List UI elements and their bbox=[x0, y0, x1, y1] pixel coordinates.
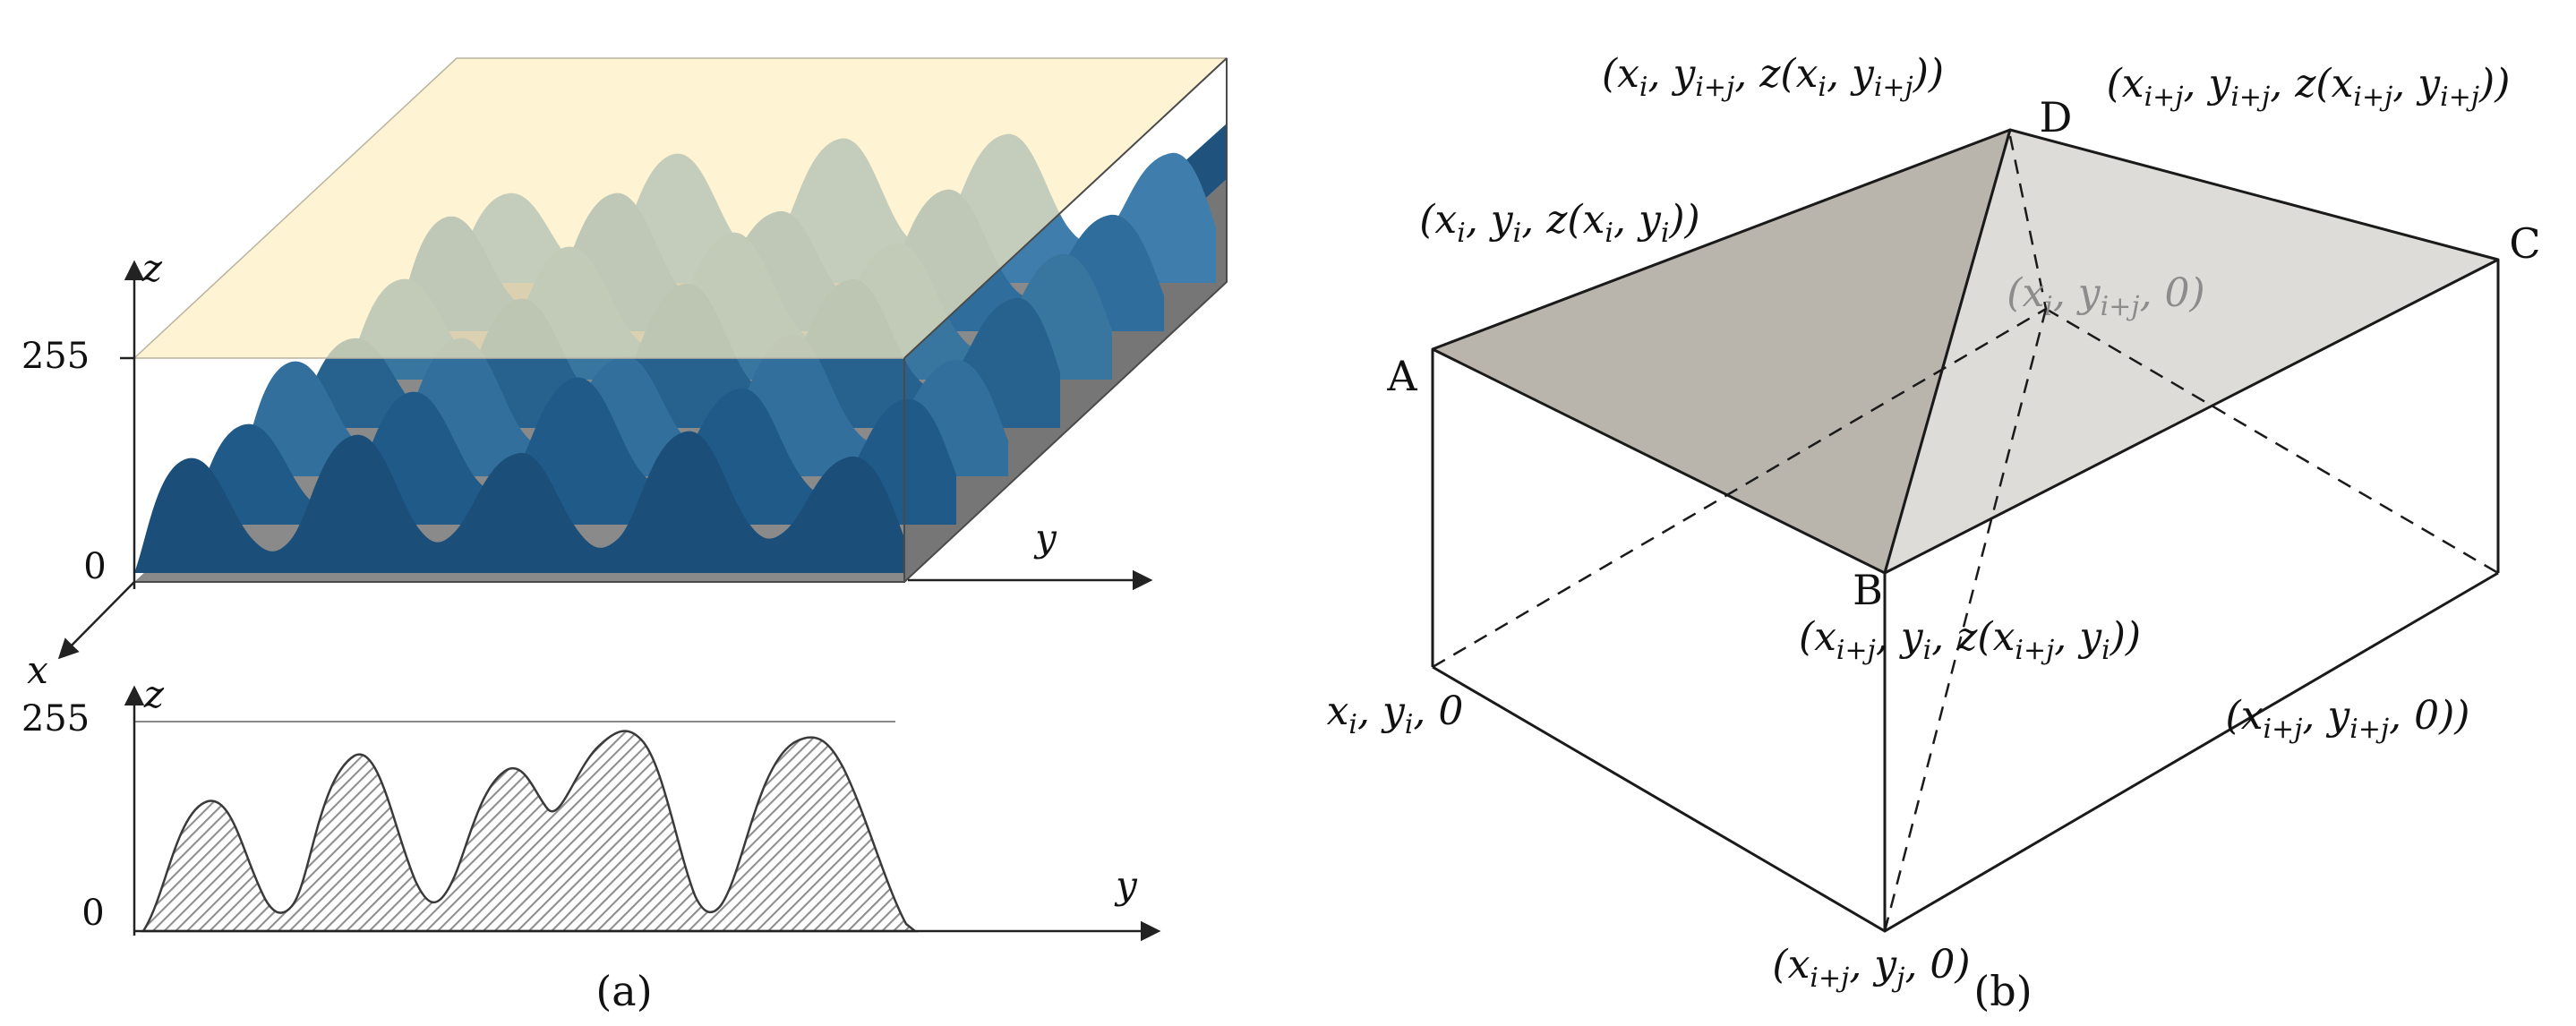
a-box-outline bbox=[134, 57, 1228, 583]
a-x-axis bbox=[57, 581, 135, 660]
b-vertical-edges bbox=[1431, 260, 2500, 931]
panel-a-surface-figure bbox=[57, 57, 1228, 660]
b-vertex-a: A bbox=[1387, 352, 1417, 400]
b-vertex-d: D bbox=[2039, 93, 2073, 141]
panel-a-profile-plot bbox=[124, 685, 1161, 942]
b-label-a-top: (xi, yi, z(xi, yi)) bbox=[1419, 197, 1700, 249]
a-profile-z-axis-label: z bbox=[143, 672, 165, 716]
a-surface-z-axis-label: z bbox=[141, 246, 163, 290]
b-label-bottom-front: (xi+j, yj, 0) bbox=[1772, 942, 1971, 994]
a-profile-y-axis-label: y bbox=[1116, 863, 1137, 907]
b-label-bottom-left: xi, yi, 0 bbox=[1326, 688, 1464, 740]
a-profile-z-max-label: 255 bbox=[21, 698, 90, 740]
b-label-top-right: (xi+j, yi+j, z(xi+j, yi+j)) bbox=[2106, 61, 2511, 113]
b-triangle-dcb bbox=[1883, 128, 2500, 575]
a-surface-x-axis-label: x bbox=[27, 648, 48, 692]
a-surface-z-min-label: 0 bbox=[83, 546, 107, 587]
panel-b-caption: (b) bbox=[1973, 967, 2033, 1015]
a-profile-z-min-label: 0 bbox=[81, 893, 105, 934]
b-label-bottom-right: (xi+j, yi+j, 0)) bbox=[2225, 693, 2470, 745]
b-label-hidden-corner: (xi, yi+j, 0) bbox=[2007, 270, 2205, 322]
panel-b-box-figure bbox=[1431, 128, 2500, 933]
b-vertex-c: C bbox=[2509, 219, 2541, 268]
a-surface-z-max-label: 255 bbox=[21, 336, 90, 377]
b-vertex-b: B bbox=[1853, 566, 1883, 614]
b-label-b-below: (xi+j, yi, z(xi+j, yi)) bbox=[1798, 614, 2142, 666]
b-label-d-top-left: (xi, yi+j, z(xi, yi+j)) bbox=[1601, 51, 1945, 103]
panel-a-caption: (a) bbox=[595, 967, 653, 1015]
profile-curve bbox=[141, 730, 919, 933]
a-surface-y-axis-label: y bbox=[1035, 516, 1057, 560]
